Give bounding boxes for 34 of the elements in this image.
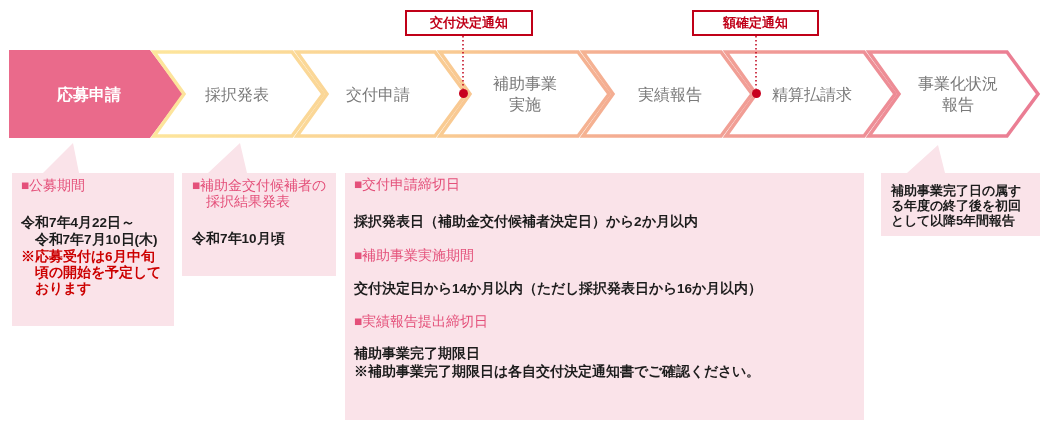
section-heading: ■補助事業実施期間: [354, 247, 476, 265]
leader-line: [462, 35, 464, 90]
body-text: 令和7年4月22日～令和7年7月10日(木): [21, 213, 159, 248]
step-label: 採択発表: [205, 84, 269, 105]
notice-box: 交付決定通知: [405, 10, 533, 36]
section-heading: ■公募期間: [21, 177, 87, 194]
section-heading: ■交付申請締切日: [354, 176, 462, 194]
body-text: 補助事業完了期限日: [354, 345, 481, 363]
step-label: 実績報告: [638, 84, 702, 105]
note-text: ※応募受付は6月中旬頃の開始を予定しております: [21, 248, 161, 297]
process-step: [581, 50, 755, 138]
step-label: 交付申請: [346, 84, 410, 105]
body-text: 令和7年10月頃: [192, 230, 286, 247]
notice-box: 額確定通知: [692, 10, 819, 36]
speech-bubble: [881, 145, 1040, 236]
leader-line: [755, 35, 757, 90]
info-panel: [345, 173, 864, 420]
body-text: 補助事業完了日の属する年度の終了後を初回として以降5年間報告: [891, 182, 1022, 228]
speech-bubble: [182, 143, 336, 276]
process-step: [438, 50, 612, 138]
process-step: [724, 50, 898, 138]
speech-bubble: [12, 143, 174, 326]
body-text: 交付決定日から14か月以内（ただし採択発表日から16か月以内）: [354, 280, 764, 298]
step-label: 応募申請: [57, 84, 121, 105]
body-text: 採択発表日（補助金交付候補者決定日）から2か月以内: [354, 213, 699, 231]
process-step: [867, 50, 1041, 138]
step-label: 精算払請求: [772, 84, 852, 105]
step-label: 補助事業実施: [492, 74, 558, 115]
process-step: [9, 50, 183, 138]
process-step: [152, 50, 326, 138]
step-label: 事業化状況報告: [917, 74, 999, 115]
section-heading: ■実績報告提出締切日: [354, 313, 490, 331]
section-heading: ■補助金交付候補者の採択結果発表: [192, 177, 328, 211]
body-text: ※補助事業完了期限日は各自交付決定通知書でご確認ください。: [354, 363, 761, 381]
